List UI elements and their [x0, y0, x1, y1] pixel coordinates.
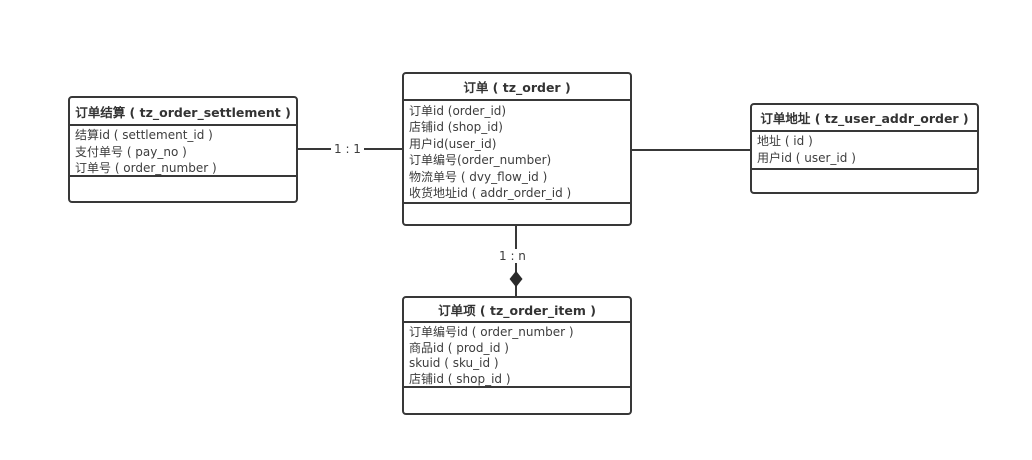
- field: 店铺id ( shop_id ): [409, 371, 511, 386]
- entity-footer-empty: [404, 204, 630, 224]
- entity-footer-empty: [752, 170, 977, 192]
- entity-title: 订单结算 ( tz_order_settlement ): [70, 98, 296, 126]
- entity-order[interactable]: 订单 ( tz_order ) 订单id (order_id) 店铺id (sh…: [402, 72, 632, 226]
- entity-order-settlement[interactable]: 订单结算 ( tz_order_settlement ) 结算id ( sett…: [68, 96, 298, 203]
- entity-order-item[interactable]: 订单项 ( tz_order_item ) 订单编号id ( order_num…: [402, 296, 632, 415]
- field: 店铺id (shop_id): [409, 120, 503, 135]
- entity-fields: 结算id ( settlement_id ) 支付单号 ( pay_no ) 订…: [70, 126, 296, 177]
- connector-order-addr[interactable]: [632, 149, 750, 151]
- field: 支付单号 ( pay_no ): [75, 144, 187, 159]
- field: 订单号 ( order_number ): [75, 161, 217, 175]
- entity-fields: 订单id (order_id) 店铺id (shop_id) 用户id(user…: [404, 101, 630, 204]
- field: 商品id ( prod_id ): [409, 340, 509, 355]
- entity-user-addr-order[interactable]: 订单地址 ( tz_user_addr_order ) 地址 ( id ) 用户…: [750, 103, 979, 194]
- entity-footer-empty: [70, 177, 296, 201]
- field: skuid ( sku_id ): [409, 356, 499, 370]
- connector-label-1-n: 1 : n: [496, 249, 529, 263]
- field: 订单编号id ( order_number ): [409, 325, 574, 339]
- entity-footer-empty: [404, 388, 630, 413]
- entity-fields: 地址 ( id ) 用户id ( user_id ): [752, 132, 977, 170]
- field: 地址 ( id ): [757, 134, 813, 148]
- field: 订单编号(order_number): [409, 153, 552, 168]
- field: 结算id ( settlement_id ): [75, 128, 213, 142]
- field: 订单id (order_id): [409, 104, 507, 118]
- diamond-arrow-icon: ◆: [509, 265, 523, 291]
- field: 收货地址id ( addr_order_id ): [409, 186, 572, 201]
- field: 用户id(user_id): [409, 136, 497, 151]
- entity-fields: 订单编号id ( order_number ) 商品id ( prod_id )…: [404, 323, 630, 388]
- entity-title: 订单项 ( tz_order_item ): [404, 298, 630, 323]
- entity-title: 订单地址 ( tz_user_addr_order ): [752, 105, 977, 132]
- connector-label-1-1: 1 : 1: [331, 142, 364, 156]
- entity-title: 订单 ( tz_order ): [404, 74, 630, 101]
- field: 物流单号 ( dvy_flow_id ): [409, 169, 548, 184]
- field: 用户id ( user_id ): [757, 151, 856, 165]
